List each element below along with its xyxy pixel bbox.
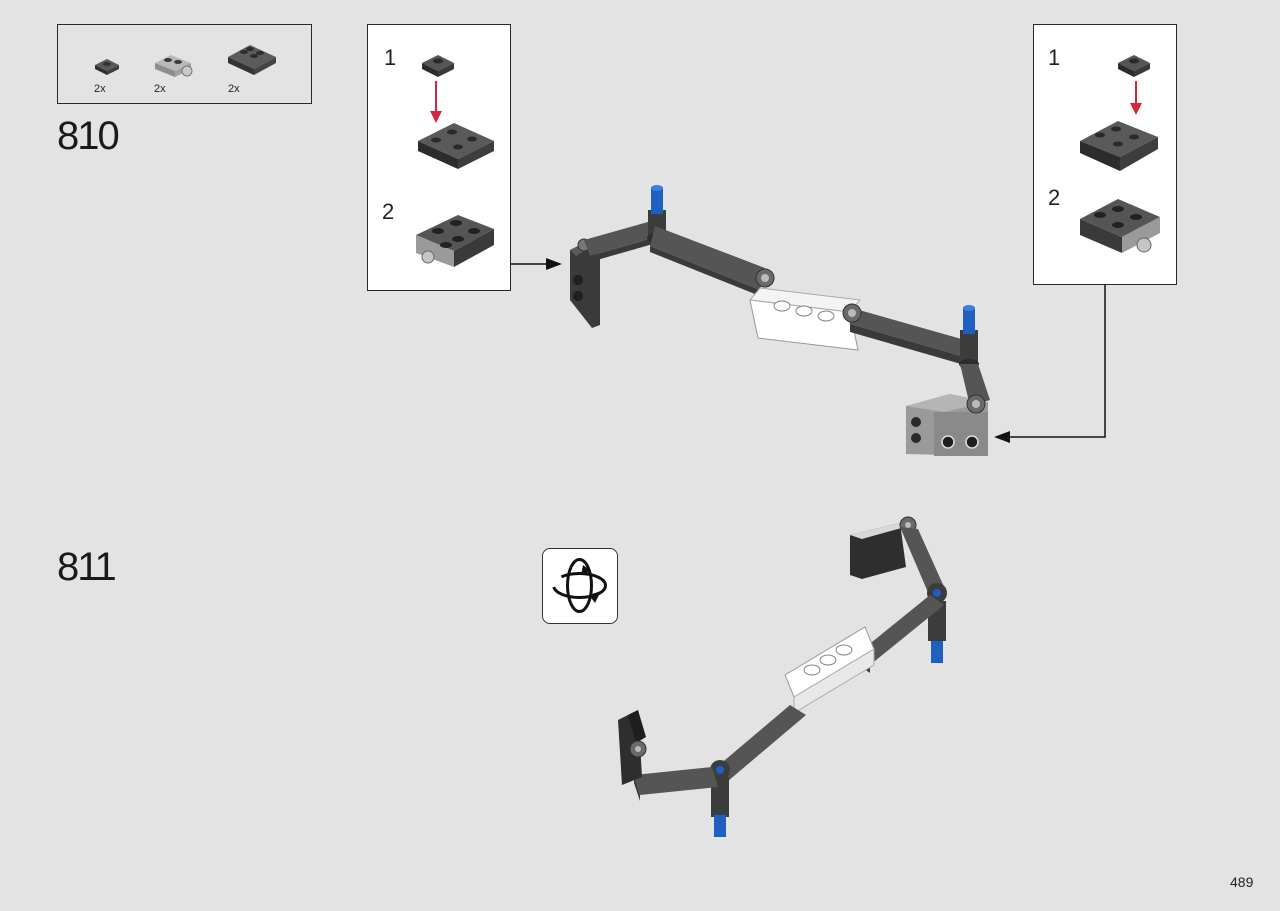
blue-pin	[963, 308, 975, 334]
parts-list-box: 2x 2x 2x	[57, 24, 312, 104]
arm-beam	[584, 220, 660, 256]
bracket-light-gray-icon	[155, 55, 193, 77]
blue-pin	[714, 815, 726, 837]
callout-arrow-right	[1008, 285, 1106, 438]
sub-step-number: 1	[384, 45, 397, 70]
plate-1x1-dark-icon	[95, 59, 119, 75]
step-number-811: 811	[57, 545, 117, 589]
part-qty: 2x	[154, 83, 166, 95]
blue-pin	[931, 641, 943, 663]
step-number-810: 810	[57, 114, 120, 158]
blue-pin	[651, 188, 663, 214]
part-qty: 2x	[228, 83, 240, 95]
left-bracket-part	[570, 240, 600, 328]
slope-plate-dark-icon	[228, 45, 276, 75]
rotate-model-icon	[542, 548, 618, 624]
model-step-811	[618, 516, 947, 837]
sub-step-number: 2	[382, 199, 395, 224]
sub-assembly-right-illustration	[1080, 55, 1160, 253]
sub-assembly-left-illustration	[416, 55, 494, 267]
page-number: 489	[1230, 874, 1254, 890]
sub-step-number: 1	[1048, 45, 1061, 70]
sub-assembly-callout-right: 1 2	[1033, 24, 1177, 285]
sub-assembly-callout-left: 1 2	[367, 24, 511, 291]
part-qty: 2x	[94, 83, 106, 95]
model-step-810	[570, 185, 990, 456]
sub-step-number: 2	[1048, 185, 1061, 210]
